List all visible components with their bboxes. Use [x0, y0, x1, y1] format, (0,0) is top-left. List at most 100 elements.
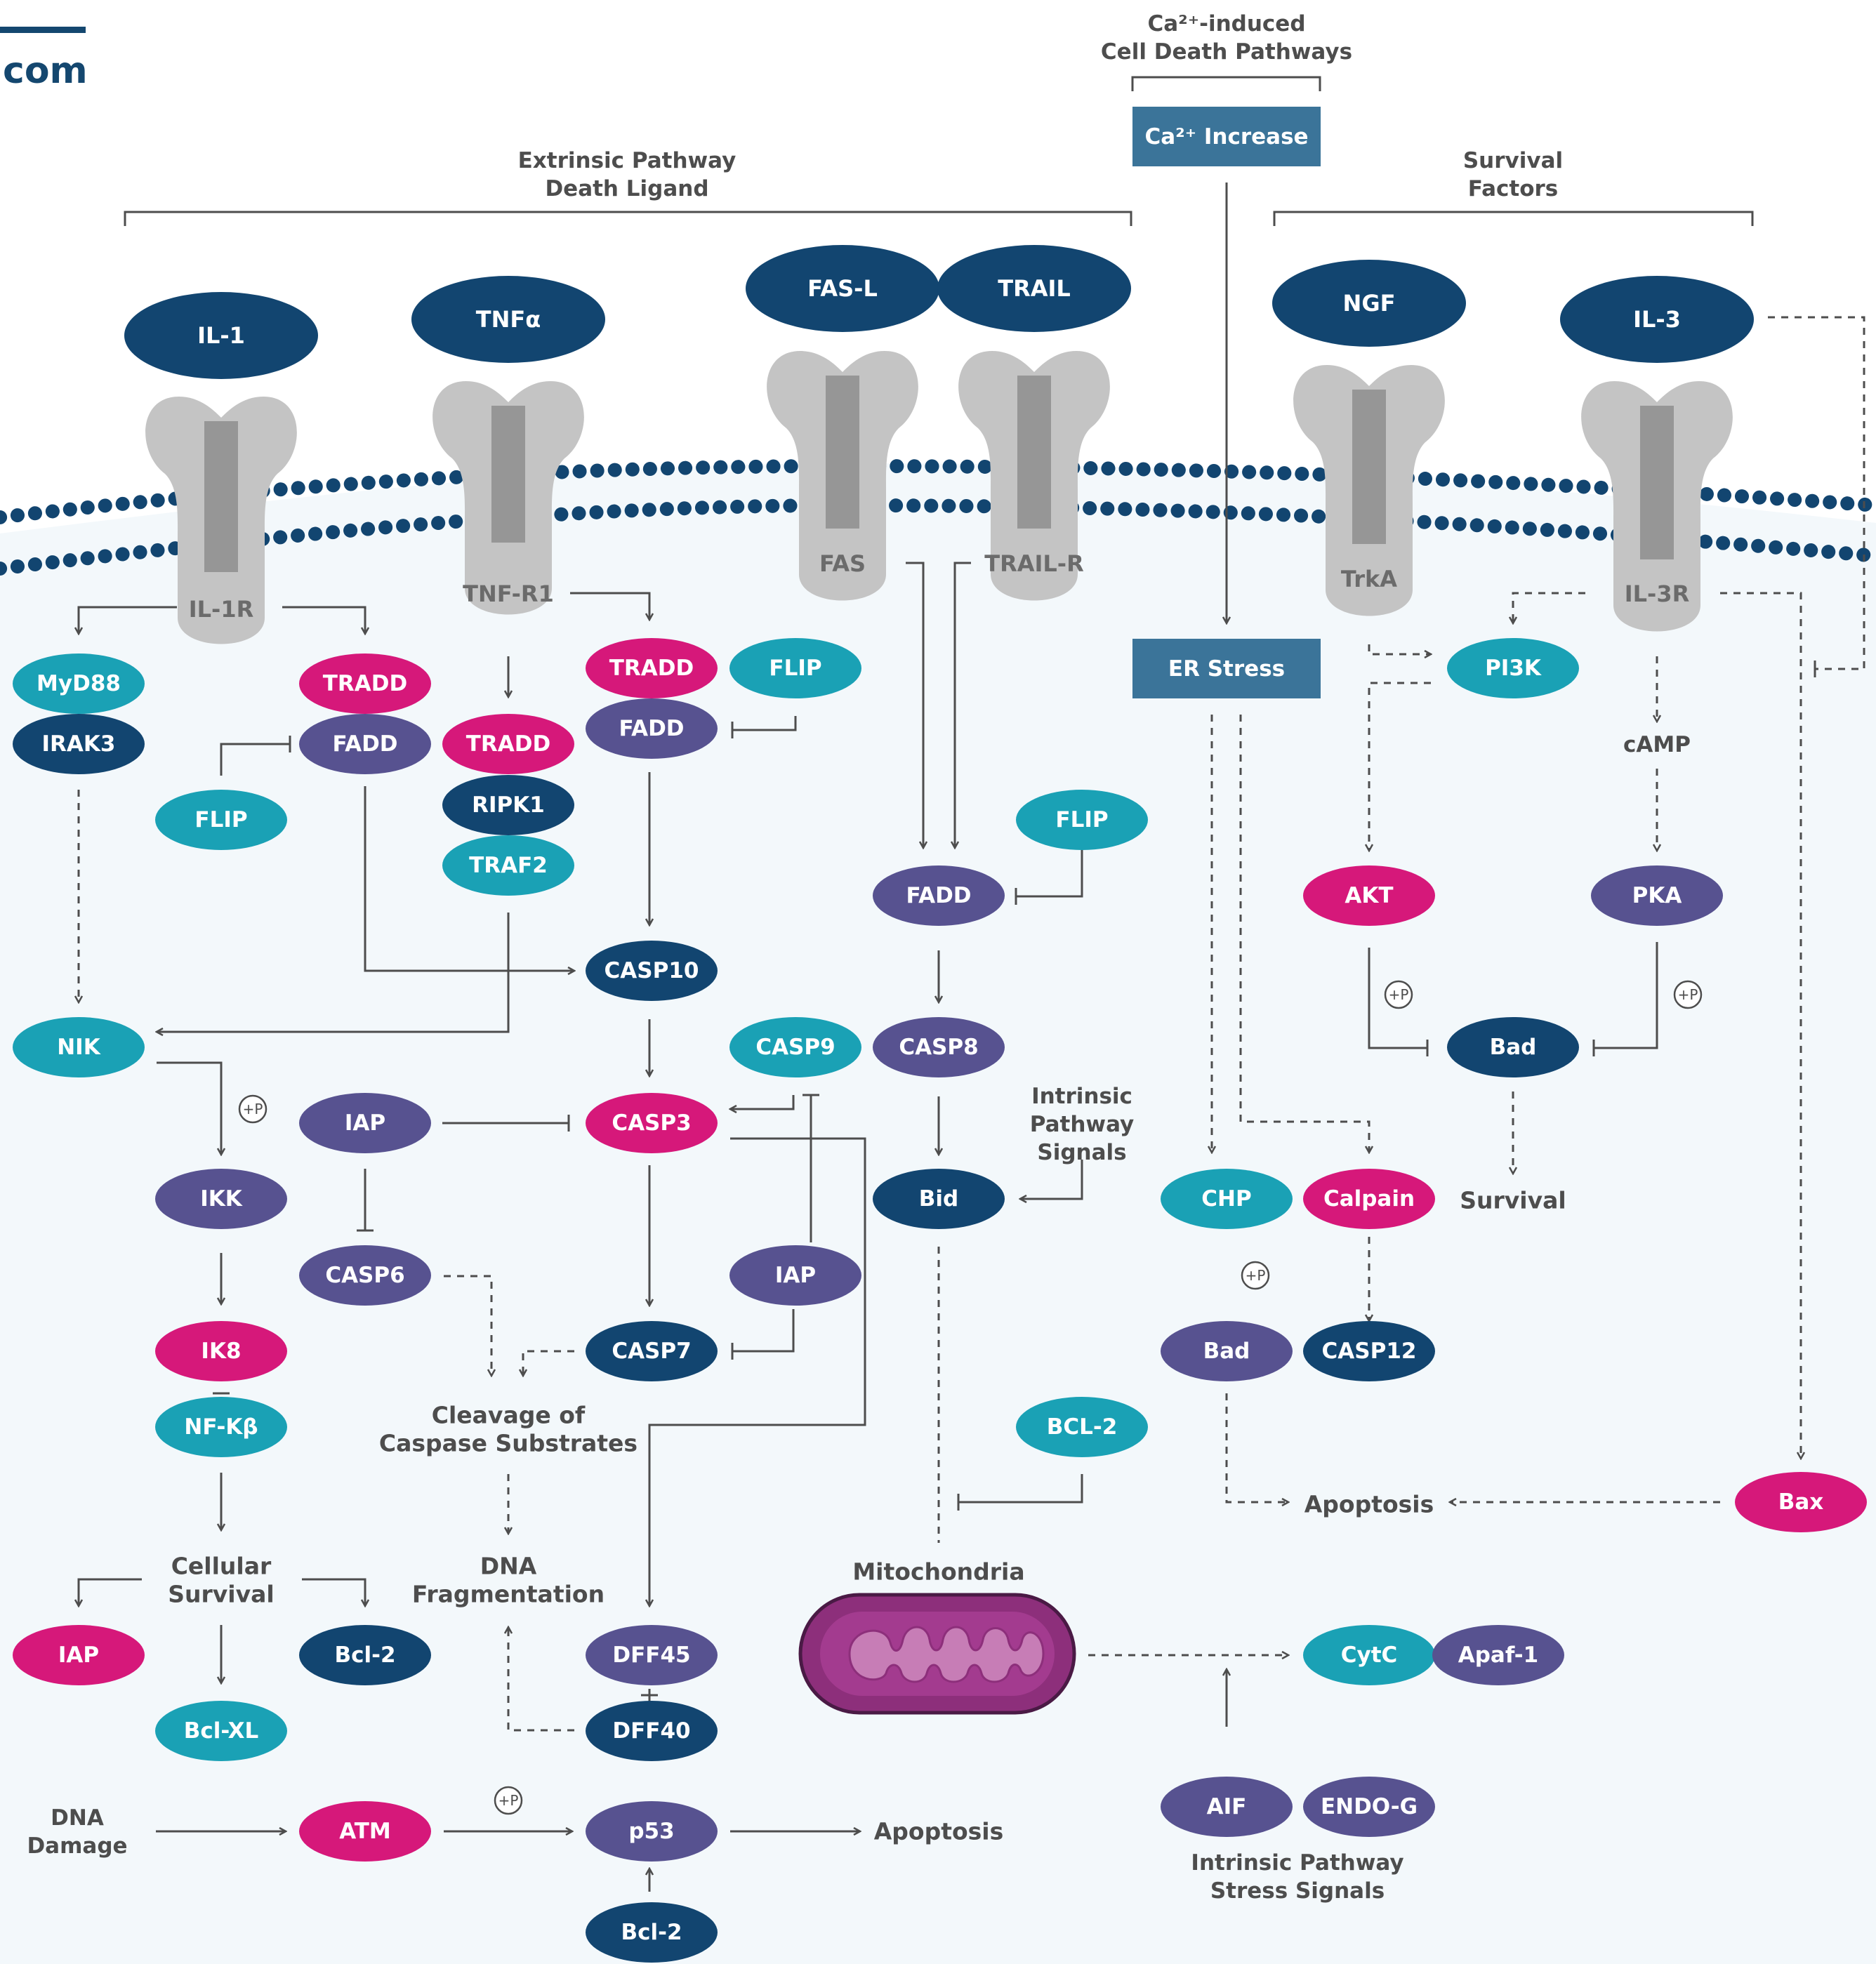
svg-text:+P: +P — [1678, 986, 1698, 1003]
pathway-edges — [79, 183, 1865, 1892]
survival-factors-line2: Factors — [1468, 176, 1559, 201]
node-label: TRAF2 — [469, 853, 548, 878]
node-casp9: CASP9 — [729, 1017, 861, 1077]
cleavage-line1: Cleavage of — [432, 1402, 586, 1429]
node-fadd-c: FADD — [586, 698, 718, 759]
cleavage-line2: Caspase Substrates — [379, 1430, 638, 1457]
node-casp7: CASP7 — [586, 1321, 718, 1381]
node-fadd-a: FADD — [299, 714, 431, 774]
node-bax: Bax — [1735, 1472, 1867, 1532]
edge-34 — [957, 1474, 1083, 1511]
cell-membrane — [0, 458, 1876, 576]
node-label: IL-3 — [1633, 306, 1681, 333]
edge-37 — [1592, 942, 1658, 1056]
edge-5 — [220, 736, 291, 776]
node-label: FADD — [619, 716, 684, 741]
node-label: Calpain — [1323, 1186, 1415, 1212]
node-label: PKA — [1632, 883, 1682, 908]
node-fadd-d: FADD — [873, 865, 1005, 926]
node-label: CASP9 — [755, 1035, 835, 1060]
node-lig0: IL-1 — [124, 292, 318, 379]
edge-52 — [1369, 682, 1431, 851]
receptor-label-il-1r: IL-1R — [189, 596, 253, 623]
node-label: FLIP — [194, 807, 247, 832]
node-ik8: IK8 — [155, 1321, 287, 1381]
node-casp6: CASP6 — [299, 1245, 431, 1306]
phospho-mark-2: +P — [1673, 980, 1703, 1009]
cellular-survival-line2: Survival — [168, 1581, 274, 1608]
node-label: FLIP — [769, 656, 821, 681]
edge-23 — [731, 1309, 795, 1360]
ca-increase-label: Ca²⁺ Increase — [1144, 124, 1308, 150]
node-pi3k: PI3K — [1447, 638, 1579, 698]
svg-text:+P: +P — [1246, 1267, 1266, 1284]
node-label: CASP7 — [612, 1339, 691, 1364]
node-label: CASP3 — [612, 1110, 691, 1136]
node-bad-a: Bad — [1447, 1017, 1579, 1077]
phosphorylation-marks: +P+P+P+P+P — [238, 980, 1703, 1815]
edge-43 — [508, 1627, 574, 1732]
node-casp10: CASP10 — [586, 941, 718, 1001]
phospho-mark-3: +P — [1241, 1261, 1270, 1290]
survival-label: Survival — [1460, 1187, 1566, 1214]
intrinsic-signals-line3: Signals — [1037, 1140, 1126, 1165]
node-label: IAP — [345, 1110, 385, 1136]
node-endog: ENDO-G — [1303, 1777, 1435, 1837]
node-nik: NIK — [13, 1017, 145, 1077]
node-tradd-a: TRADD — [299, 653, 431, 714]
node-label: Bid — [919, 1186, 958, 1212]
edge-8 — [1015, 847, 1083, 905]
node-lig3: TRAIL — [937, 245, 1131, 332]
node-label: TRADD — [609, 656, 694, 681]
node-label: p53 — [628, 1819, 674, 1844]
edge-0 — [79, 606, 177, 634]
brackets — [124, 76, 1754, 226]
node-label: FLIP — [1055, 807, 1108, 832]
node-aif: AIF — [1161, 1777, 1293, 1837]
node-label: Bad — [1203, 1339, 1250, 1364]
edge-41 — [523, 1350, 574, 1376]
edge-1 — [282, 606, 365, 634]
edge-6 — [906, 562, 923, 848]
svg-text:+P: +P — [498, 1792, 519, 1809]
node-chp: CHP — [1161, 1169, 1293, 1229]
node-bcl2-a: Bcl-2 — [299, 1625, 431, 1685]
mitochondria-label: Mitochondria — [852, 1558, 1024, 1586]
node-ikk: IKK — [155, 1169, 287, 1229]
edge-11 — [157, 913, 510, 1032]
node-label: IAP — [775, 1263, 816, 1288]
node-label: Bcl-2 — [334, 1643, 395, 1668]
node-label: Apaf-1 — [1458, 1643, 1538, 1668]
node-label: MyD88 — [37, 671, 121, 696]
edge-58 — [1768, 316, 1865, 677]
node-bid: Bid — [873, 1169, 1005, 1229]
node-casp12: CASP12 — [1303, 1321, 1435, 1381]
dna-fragmentation-line1: DNA — [480, 1553, 537, 1580]
ca-title-line2: Cell Death Pathways — [1101, 39, 1352, 65]
receptor-label-fas: FAS — [819, 550, 866, 577]
node-label: Bcl-2 — [621, 1920, 682, 1945]
node-akt: AKT — [1303, 865, 1435, 926]
node-label: DFF45 — [612, 1643, 690, 1668]
node-label: CytC — [1341, 1643, 1398, 1668]
node-flip-a: FLIP — [155, 790, 287, 850]
node-label: CASP8 — [899, 1035, 978, 1060]
node-label: AKT — [1345, 883, 1393, 908]
node-casp3: CASP3 — [586, 1093, 718, 1153]
node-tradd-b: TRADD — [442, 714, 574, 774]
edge-24 — [649, 1137, 866, 1606]
dna-fragmentation-line2: Fragmentation — [412, 1581, 605, 1608]
node-label: RIPK1 — [472, 792, 545, 818]
dna-damage-line1: DNA — [51, 1805, 104, 1831]
edge-47 — [1239, 715, 1369, 1153]
node-flip-d: FLIP — [1016, 790, 1148, 850]
node-calpain: Calpain — [1303, 1169, 1435, 1229]
node-label: ENDO-G — [1321, 1794, 1418, 1819]
receptor-label-tnf-r1: TNF-R1 — [463, 580, 554, 607]
node-label: TRADD — [466, 731, 550, 757]
node-bcl2-c: BCL-2 — [1016, 1397, 1148, 1457]
node-label: FADD — [332, 731, 397, 757]
receptor-3: TRAIL-R — [958, 351, 1110, 601]
receptor-label-il-3r: IL-3R — [1625, 580, 1689, 607]
